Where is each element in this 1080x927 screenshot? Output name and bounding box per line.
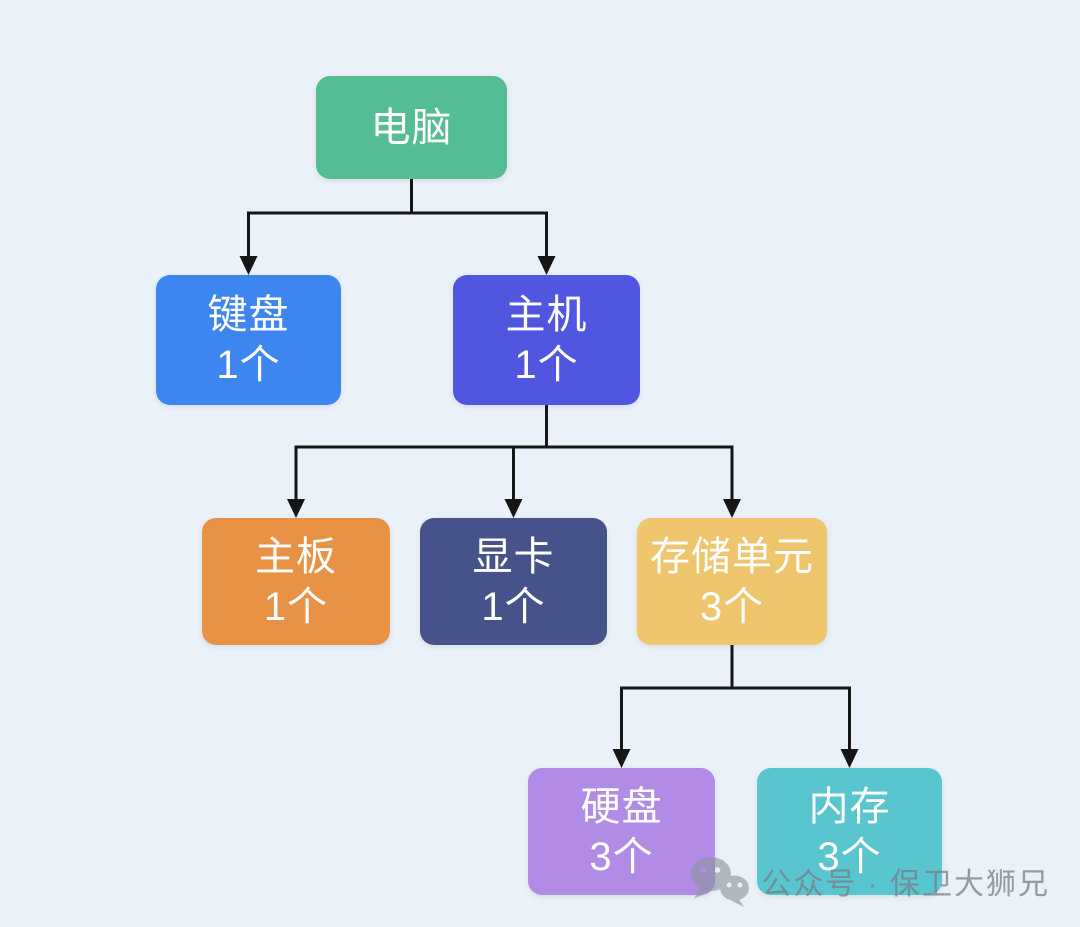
- edge-from-computer: [247, 179, 548, 260]
- node-label: 存储单元: [650, 534, 814, 579]
- node-count: 1个: [514, 343, 579, 387]
- arrowhead-keyboard: [239, 256, 258, 275]
- node-count: 3个: [817, 834, 882, 879]
- node-label: 内存: [808, 784, 891, 829]
- arrowhead-host: [537, 256, 556, 275]
- node-storage-unit: 存储单元 3个: [637, 518, 827, 645]
- node-computer: 电脑: [316, 76, 507, 179]
- node-keyboard: 键盘 1个: [156, 275, 341, 405]
- node-memory: 内存 3个: [757, 768, 942, 895]
- node-count: 1个: [216, 343, 281, 387]
- node-label: 主机: [505, 293, 588, 337]
- node-graphics-card: 显卡 1个: [420, 518, 607, 645]
- node-count: 3个: [589, 834, 654, 879]
- arrowhead-memory: [840, 749, 859, 768]
- node-hard-disk: 硬盘 3个: [528, 768, 715, 895]
- edge-from-storage-unit: [620, 645, 851, 753]
- node-motherboard: 主板 1个: [202, 518, 390, 645]
- arrowhead-motherboard: [287, 499, 305, 518]
- node-label: 主板: [255, 534, 337, 579]
- node-count: 3个: [699, 584, 765, 629]
- node-count: 1个: [263, 584, 329, 629]
- arrowhead-graphics-card: [504, 499, 523, 518]
- edge-from-host: [294, 405, 734, 503]
- node-label: 显卡: [472, 534, 555, 579]
- arrowhead-hard-disk: [612, 749, 631, 768]
- node-label: 键盘: [207, 293, 290, 337]
- node-label: 电脑: [370, 105, 453, 150]
- node-count: 1个: [481, 584, 546, 629]
- arrowhead-storage-unit: [723, 499, 741, 518]
- node-label: 硬盘: [580, 784, 663, 829]
- node-host: 主机 1个: [453, 275, 640, 405]
